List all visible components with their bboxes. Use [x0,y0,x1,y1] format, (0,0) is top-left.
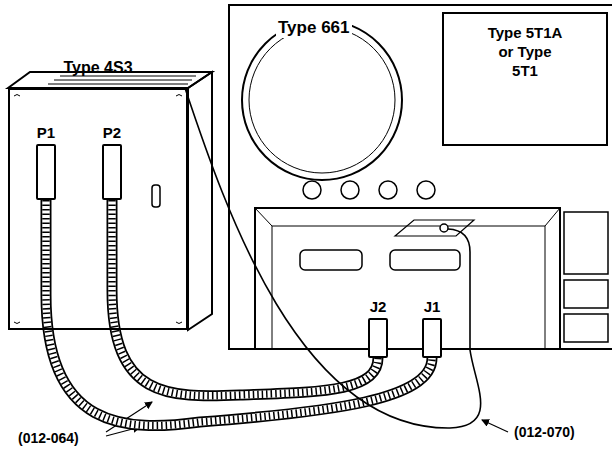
connector-block [368,318,388,358]
coax-cable-run [448,229,470,350]
part-number: (012-064) [16,430,81,446]
housing-side [188,72,212,330]
control-knob [341,181,359,199]
compartment-slot [300,250,362,270]
oscilloscope: Type 661 Type 5T1A or Type 5T1J2 J1 [228,4,612,350]
side-panel [564,280,608,308]
braided-cable [112,200,378,396]
top-hatching [48,76,196,84]
unit-label: Type 661 [276,18,352,38]
plugin-compartment [255,208,560,350]
connector-block [422,318,442,358]
screw-mark [176,95,182,97]
side-panel [564,212,608,274]
unit-label: P2 [98,124,126,142]
unit-label: Type 4S3 [10,59,186,77]
cable-stroke [46,200,432,426]
connector: J2 [364,298,392,358]
panel-slot [152,185,160,207]
compartment-interior [255,208,560,350]
cable-stroke [46,200,432,426]
connector: J1 [418,298,446,358]
unit-label: P1 [32,124,60,142]
control-knob [379,181,397,199]
screw-mark [176,322,182,324]
cable-stroke [46,200,432,426]
control-knob [303,181,321,199]
connector: P1 [32,124,60,200]
leader-line [482,420,508,432]
unit-label: J1 [418,298,446,316]
plugin-unit: Type 4S3P1P2 [8,88,188,330]
screw-mark [14,95,20,97]
unit-label: J2 [364,298,392,316]
connector: P2 [98,124,126,200]
connector-block [36,144,56,200]
part-number: (012-070) [512,424,577,440]
braided-cable [46,200,432,426]
connector-block [102,144,122,200]
hatch-line [54,80,192,81]
corner-screws [14,95,182,324]
control-knob [417,181,435,199]
crt-screen [242,20,402,180]
crt-rim [249,27,395,173]
compartment-slot [390,250,460,270]
signal-jack [440,224,448,232]
cable-stroke [112,200,378,396]
side-panel [564,314,608,342]
plugin-panel: Type 5T1A or Type 5T1 [442,12,608,146]
cable-stroke [112,200,378,396]
screw-mark [14,322,20,324]
hatch-line [48,84,188,85]
cable-stroke [112,200,378,396]
unit-label: Type 5T1A or Type 5T1 [485,24,565,80]
